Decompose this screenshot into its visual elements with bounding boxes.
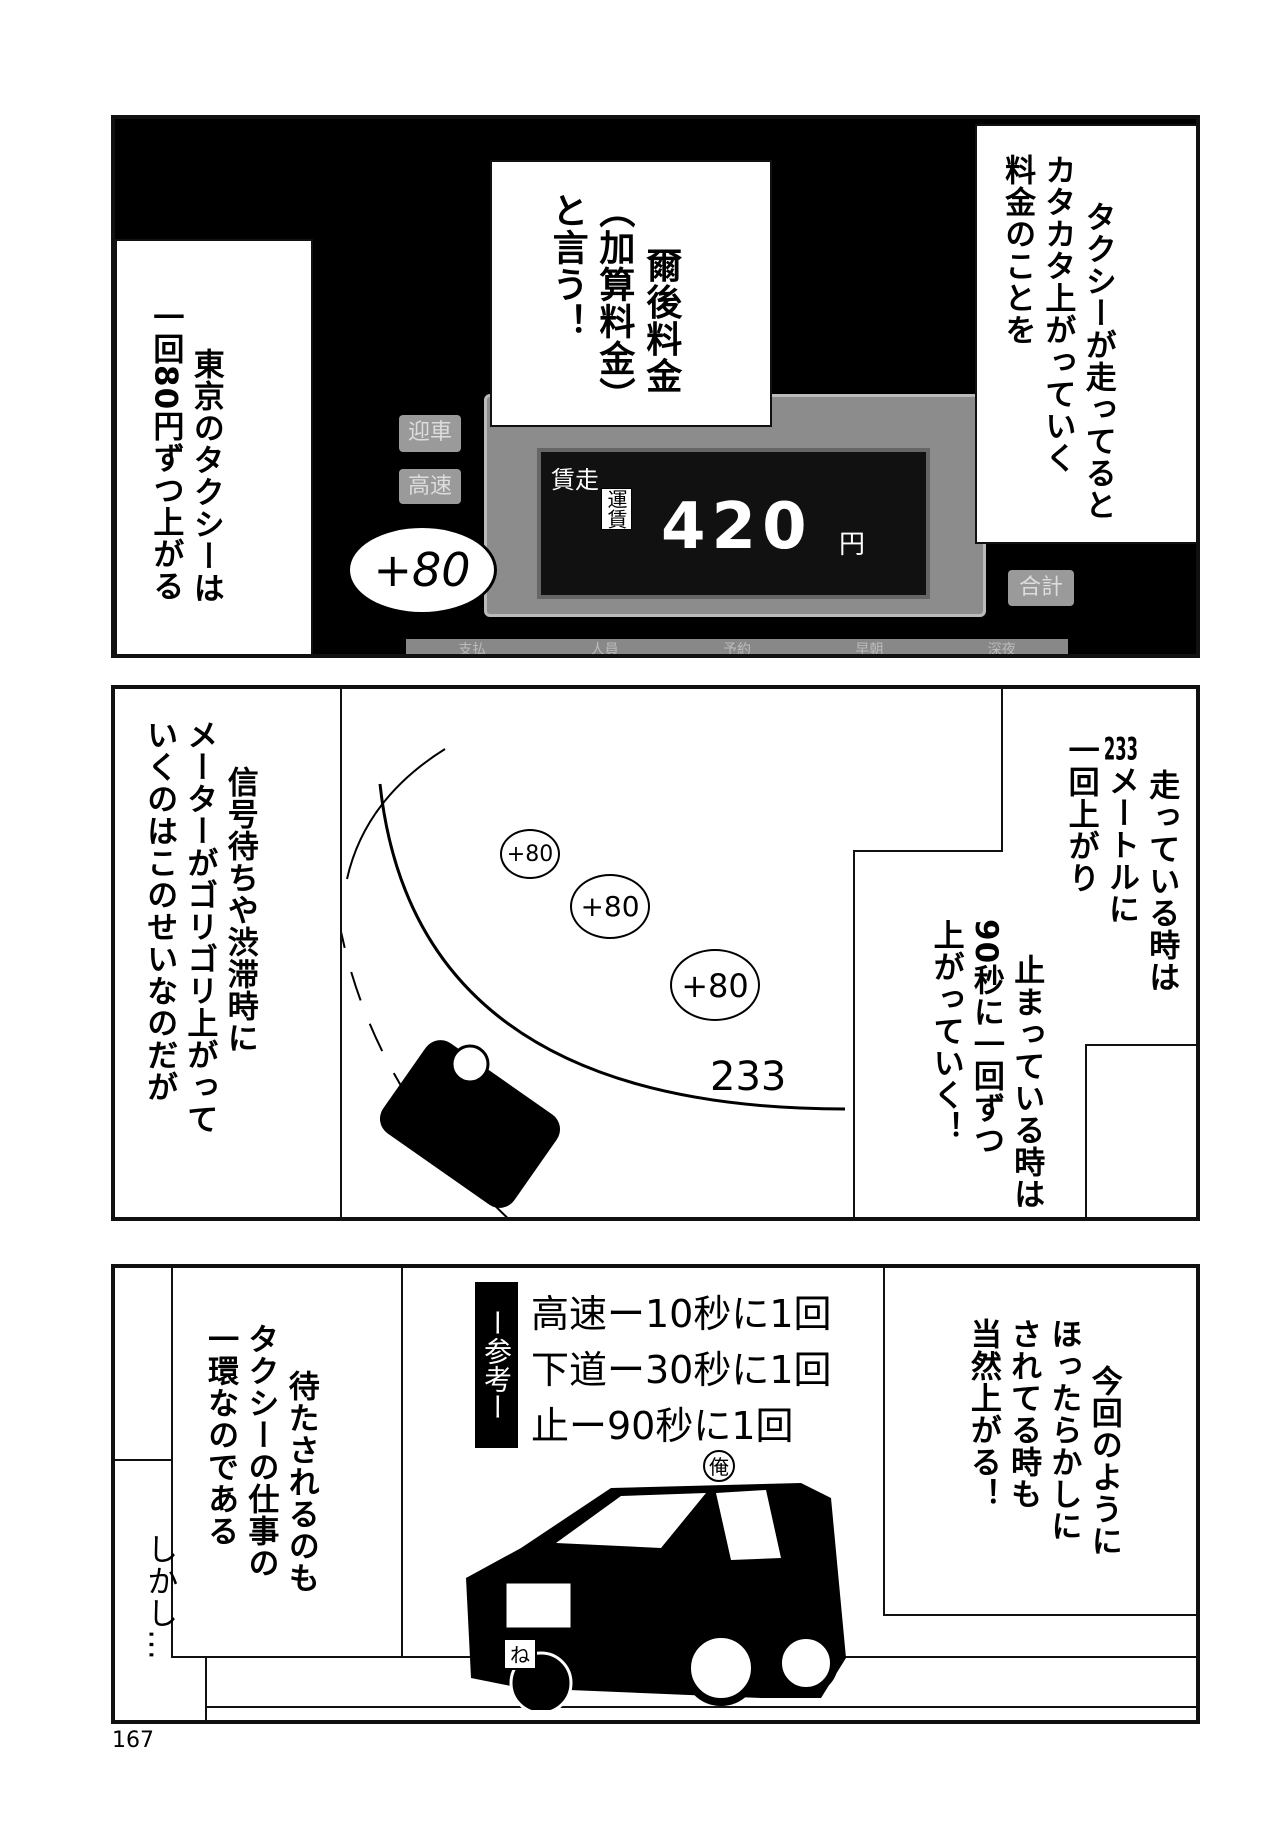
caption-line: 233メートルに [1102,734,1139,925]
background-building [1085,1044,1196,1217]
page-number: 167 [112,1728,154,1753]
caption-line: いくのはこのせいなのだが [141,719,178,1103]
meter-unit: 円 [839,530,866,560]
caption-box-left: 東京のタクシーは一回80円ずつ上がる [115,239,313,654]
caption-line: 料金のことを [999,154,1036,346]
meter-tick-curve [378,783,846,1111]
ground-line-bottom [205,1706,1196,1708]
caption-box-right: タクシーが走ってるとカタカタ上がっていく料金のことを [975,124,1196,544]
road-illustration [328,748,846,1217]
distance-label: 233 [710,1054,787,1100]
caption-line: カタカタ上がっていく [1039,154,1076,474]
meter-button-highway: 高速 [399,469,461,504]
caption-line: （加算料金） [593,192,635,414]
caption-line: と言う！ [546,192,588,340]
road-edge-left [346,748,446,880]
roof-sign: 俺 [703,1450,735,1482]
caption-but: しかし… [141,1533,178,1661]
caption-line: されてる時も [1005,1318,1042,1510]
caption-line: メーターがゴリゴリ上がって [181,719,218,1135]
speech-bubble: +80 [570,874,650,939]
meter-button-total: 合計 [1008,570,1074,606]
caption-box-left: 待たされるのもタクシーの仕事の一環なのである [171,1268,403,1658]
taxi-car: 俺 ね [461,1448,861,1710]
license-plate: ね [503,1638,537,1670]
meter-label-side: 運賃 [601,488,632,530]
caption-line: 今回のように [1085,1365,1122,1558]
taxi-silhouette [466,1483,846,1710]
meter-display: 賃走 運賃 420 円 [537,448,930,599]
meter-label-top: 賃走 [551,466,599,494]
caption-line: 一回80円ずつ上がる [147,301,184,603]
car-top-view [379,1040,561,1208]
meter-strip: 支払人員予約早朝深夜 [406,639,1068,654]
caption-line: タクシーが走ってると [1079,201,1116,522]
caption-line: 東京のタクシーは [187,348,224,605]
speech-bubble: +80 [670,949,760,1021]
panel-reference: 待たされるのもタクシーの仕事の一環なのである しかし… ー参考ー 高速ー10秒に… [111,1264,1200,1724]
caption-line: 上がっていく！ [927,919,964,1143]
reference-list: 高速ー10秒に1回 下道ー30秒に1回 止ー90秒に1回 [531,1286,832,1454]
caption-line: 待たされるのも [282,1370,319,1595]
caption-line: 止まっている時は [1008,954,1045,1211]
caption-line: ほったらかしに [1045,1318,1082,1542]
caption-box-right: 今回のようにほったらかしにされてる時も当然上がる！ [883,1268,1196,1616]
caption-box-middle: 爾後料金（加算料金）と言う！ [490,160,772,427]
caption-line: 一環なのである [202,1323,239,1547]
caption-line: 信号待ちや渋滞時に [221,766,258,1055]
caption-line: 走っている時は [1143,769,1180,994]
meter-fare: 420 [661,490,813,564]
reference-line: 下道ー30秒に1回 [531,1348,832,1392]
caption-box-left: 信号待ちや渋滞時にメーターがゴリゴリ上がっていくのはこのせいなのだが [115,689,342,1217]
speech-bubble-plus80: +80 [347,525,497,615]
panel-road-diagram: +80 +80 +80 233 信号待ちや渋滞時にメーターがゴリゴリ上がっていく… [111,685,1200,1221]
reference-title: ー参考ー [475,1282,518,1448]
caption-line: 一回上がり [1062,734,1099,894]
reference-line: 高速ー10秒に1回 [531,1292,832,1336]
caption-line: 当然上がる！ [964,1318,1001,1510]
meter-button-pickup: 迎車 [399,415,461,452]
caption-line: 爾後料金 [640,246,682,395]
panel-taxi-meter: 賃走 運賃 420 円 迎車 高速 合計 支払人員予約早朝深夜 +80 タクシー… [111,115,1200,658]
speech-bubble: +80 [500,829,560,879]
caption-line: タクシーの仕事の [242,1323,279,1579]
caption-line: 90秒に一回ずつ [967,919,1004,1157]
reference-line: 止ー90秒に1回 [531,1404,794,1448]
